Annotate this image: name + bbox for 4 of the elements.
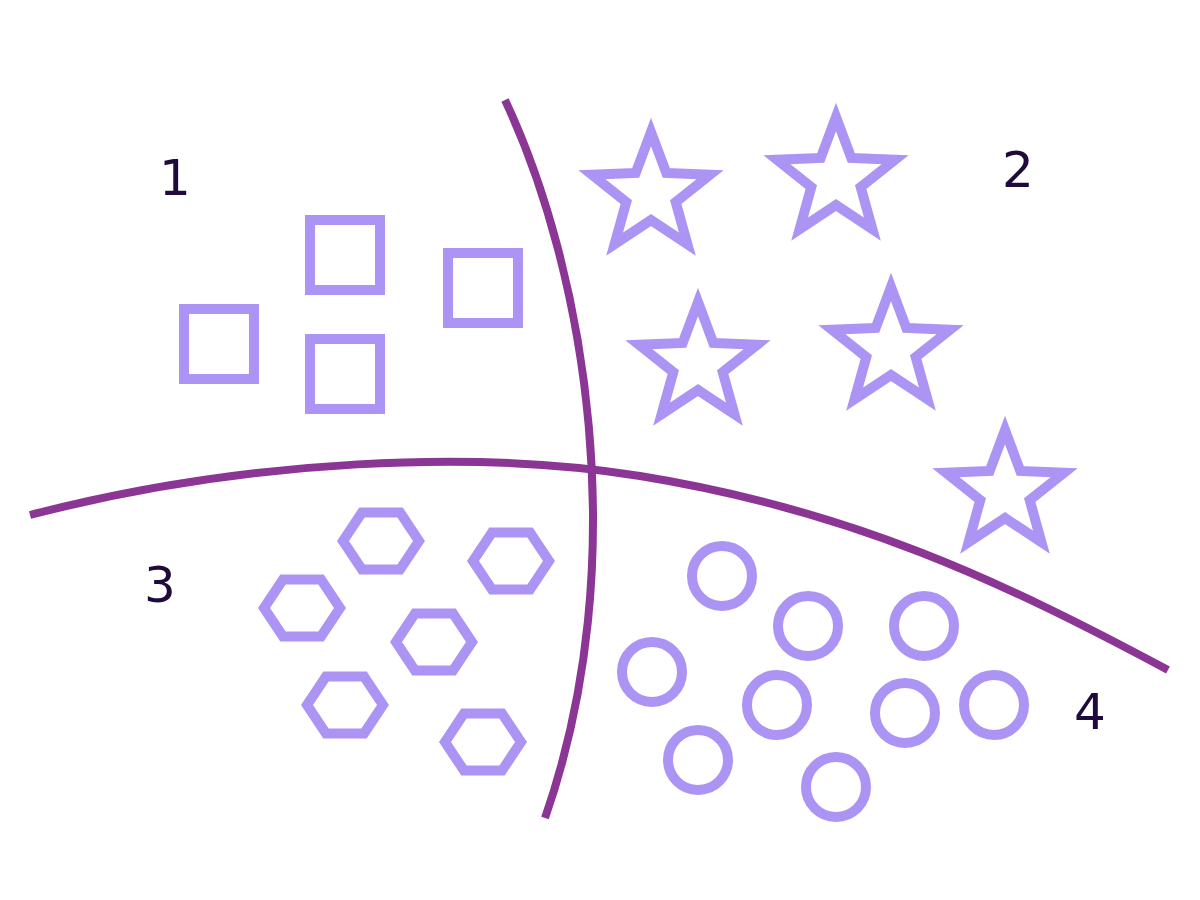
region-number: 1 bbox=[159, 153, 191, 203]
region-number: 2 bbox=[1002, 145, 1034, 195]
region-number: 4 bbox=[1074, 687, 1106, 737]
region-number: 3 bbox=[144, 560, 176, 610]
